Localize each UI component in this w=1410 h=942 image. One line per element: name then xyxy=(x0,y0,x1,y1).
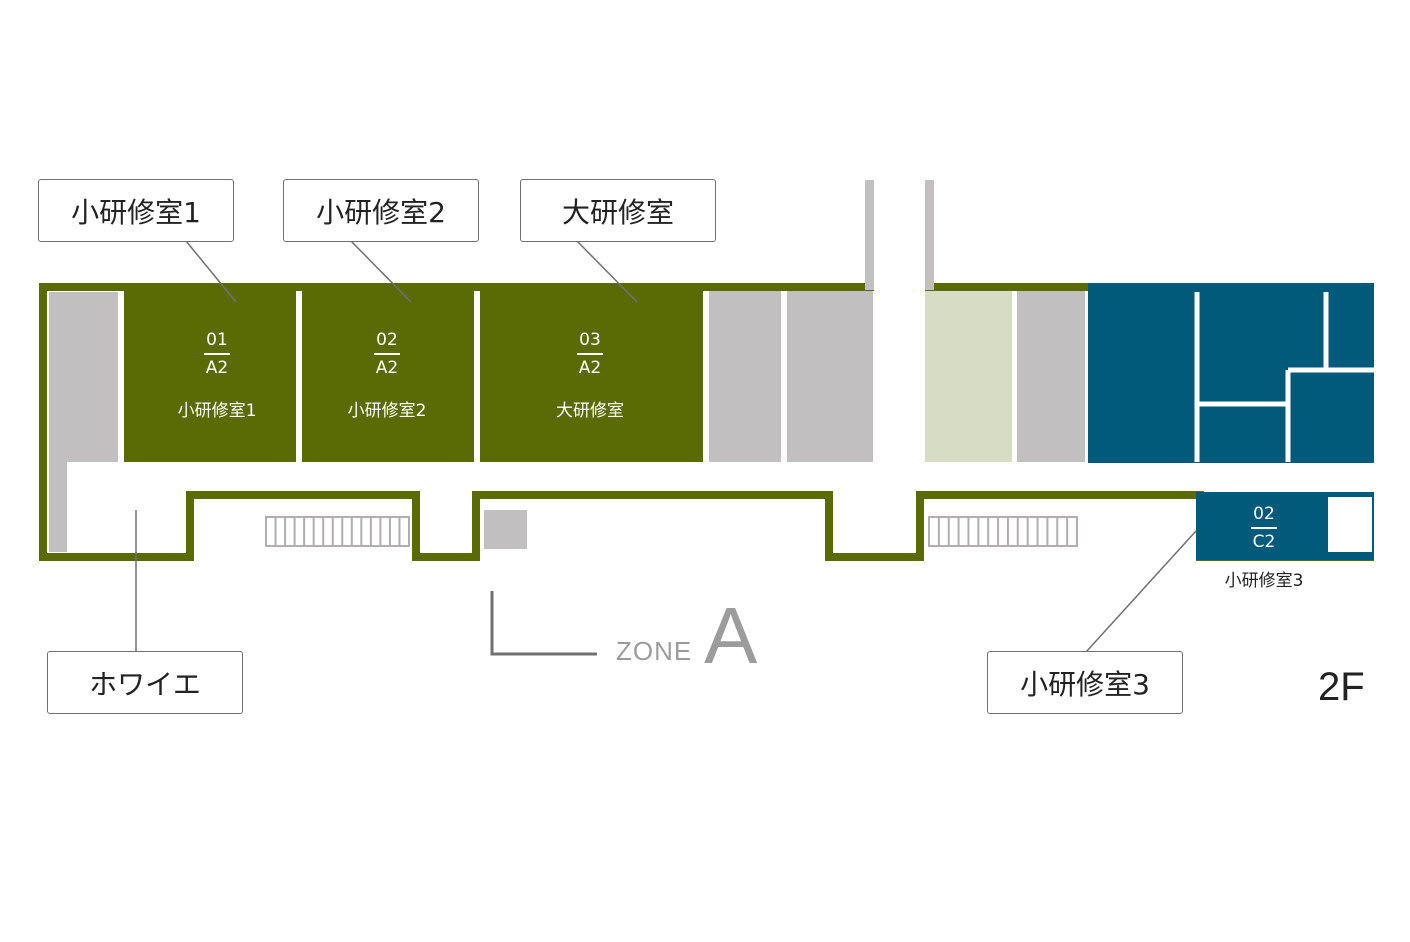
corridor-wall-west xyxy=(39,287,1374,561)
room-code: A2 xyxy=(375,357,399,378)
passage-wall-left xyxy=(865,180,874,290)
room-number: 01 xyxy=(206,330,228,350)
room-number: 02 xyxy=(376,330,398,350)
room-number-divider xyxy=(577,353,603,355)
room-name: 小研修室1 xyxy=(177,400,257,421)
service-area-west-lower xyxy=(49,462,67,552)
floor-label: 2F xyxy=(1318,665,1365,709)
room-label-02: 02 A2 小研修室2 xyxy=(330,330,444,421)
zone-letter: A xyxy=(704,591,758,680)
callout-foyer[interactable]: ホワイエ xyxy=(47,651,243,714)
leader-line xyxy=(1085,530,1197,653)
leader-line xyxy=(185,240,237,303)
callout-large-room[interactable]: 大研修室 xyxy=(520,179,716,242)
room-small-3-inner xyxy=(1328,497,1372,552)
room-other-pale xyxy=(925,291,1012,462)
callout-small-room-1[interactable]: 小研修室1 xyxy=(38,179,234,242)
room-code: A2 xyxy=(578,357,602,378)
room-code: C2 xyxy=(1252,531,1276,552)
room-number-divider xyxy=(1251,527,1277,529)
room-number: 03 xyxy=(579,330,601,350)
room-other-2 xyxy=(787,291,873,462)
leader-line xyxy=(576,240,638,303)
room-code: A2 xyxy=(205,357,229,378)
leader-line xyxy=(350,240,412,303)
zone-c-block xyxy=(1088,283,1374,463)
room-large[interactable] xyxy=(480,291,703,462)
zone-bracket xyxy=(490,591,597,656)
callout-small-room-2[interactable]: 小研修室2 xyxy=(283,179,479,242)
room-name: 大研修室 xyxy=(556,400,624,421)
room-name-outside: 小研修室3 xyxy=(1224,571,1304,591)
passage-wall-right xyxy=(925,180,934,290)
callout-small-room-3[interactable]: 小研修室3 xyxy=(987,651,1183,714)
room-label-01: 01 A2 小研修室1 xyxy=(160,330,274,421)
room-label-03: 03 A2 大研修室 xyxy=(533,330,647,421)
zone-word: ZONE xyxy=(616,636,693,666)
room-small-2[interactable] xyxy=(302,291,474,462)
stairs-west xyxy=(265,516,410,547)
room-label-c02: 02 C2 xyxy=(1226,504,1302,552)
room-other-1 xyxy=(709,291,781,462)
room-number-divider xyxy=(374,353,400,355)
room-number-divider xyxy=(204,353,230,355)
service-area-west xyxy=(49,292,118,462)
elevator xyxy=(484,510,527,549)
room-small-1[interactable] xyxy=(124,291,296,462)
stairs-east xyxy=(928,516,1078,547)
room-number: 02 xyxy=(1253,504,1275,524)
room-other-3 xyxy=(1017,291,1085,462)
room-name: 小研修室2 xyxy=(347,400,427,421)
